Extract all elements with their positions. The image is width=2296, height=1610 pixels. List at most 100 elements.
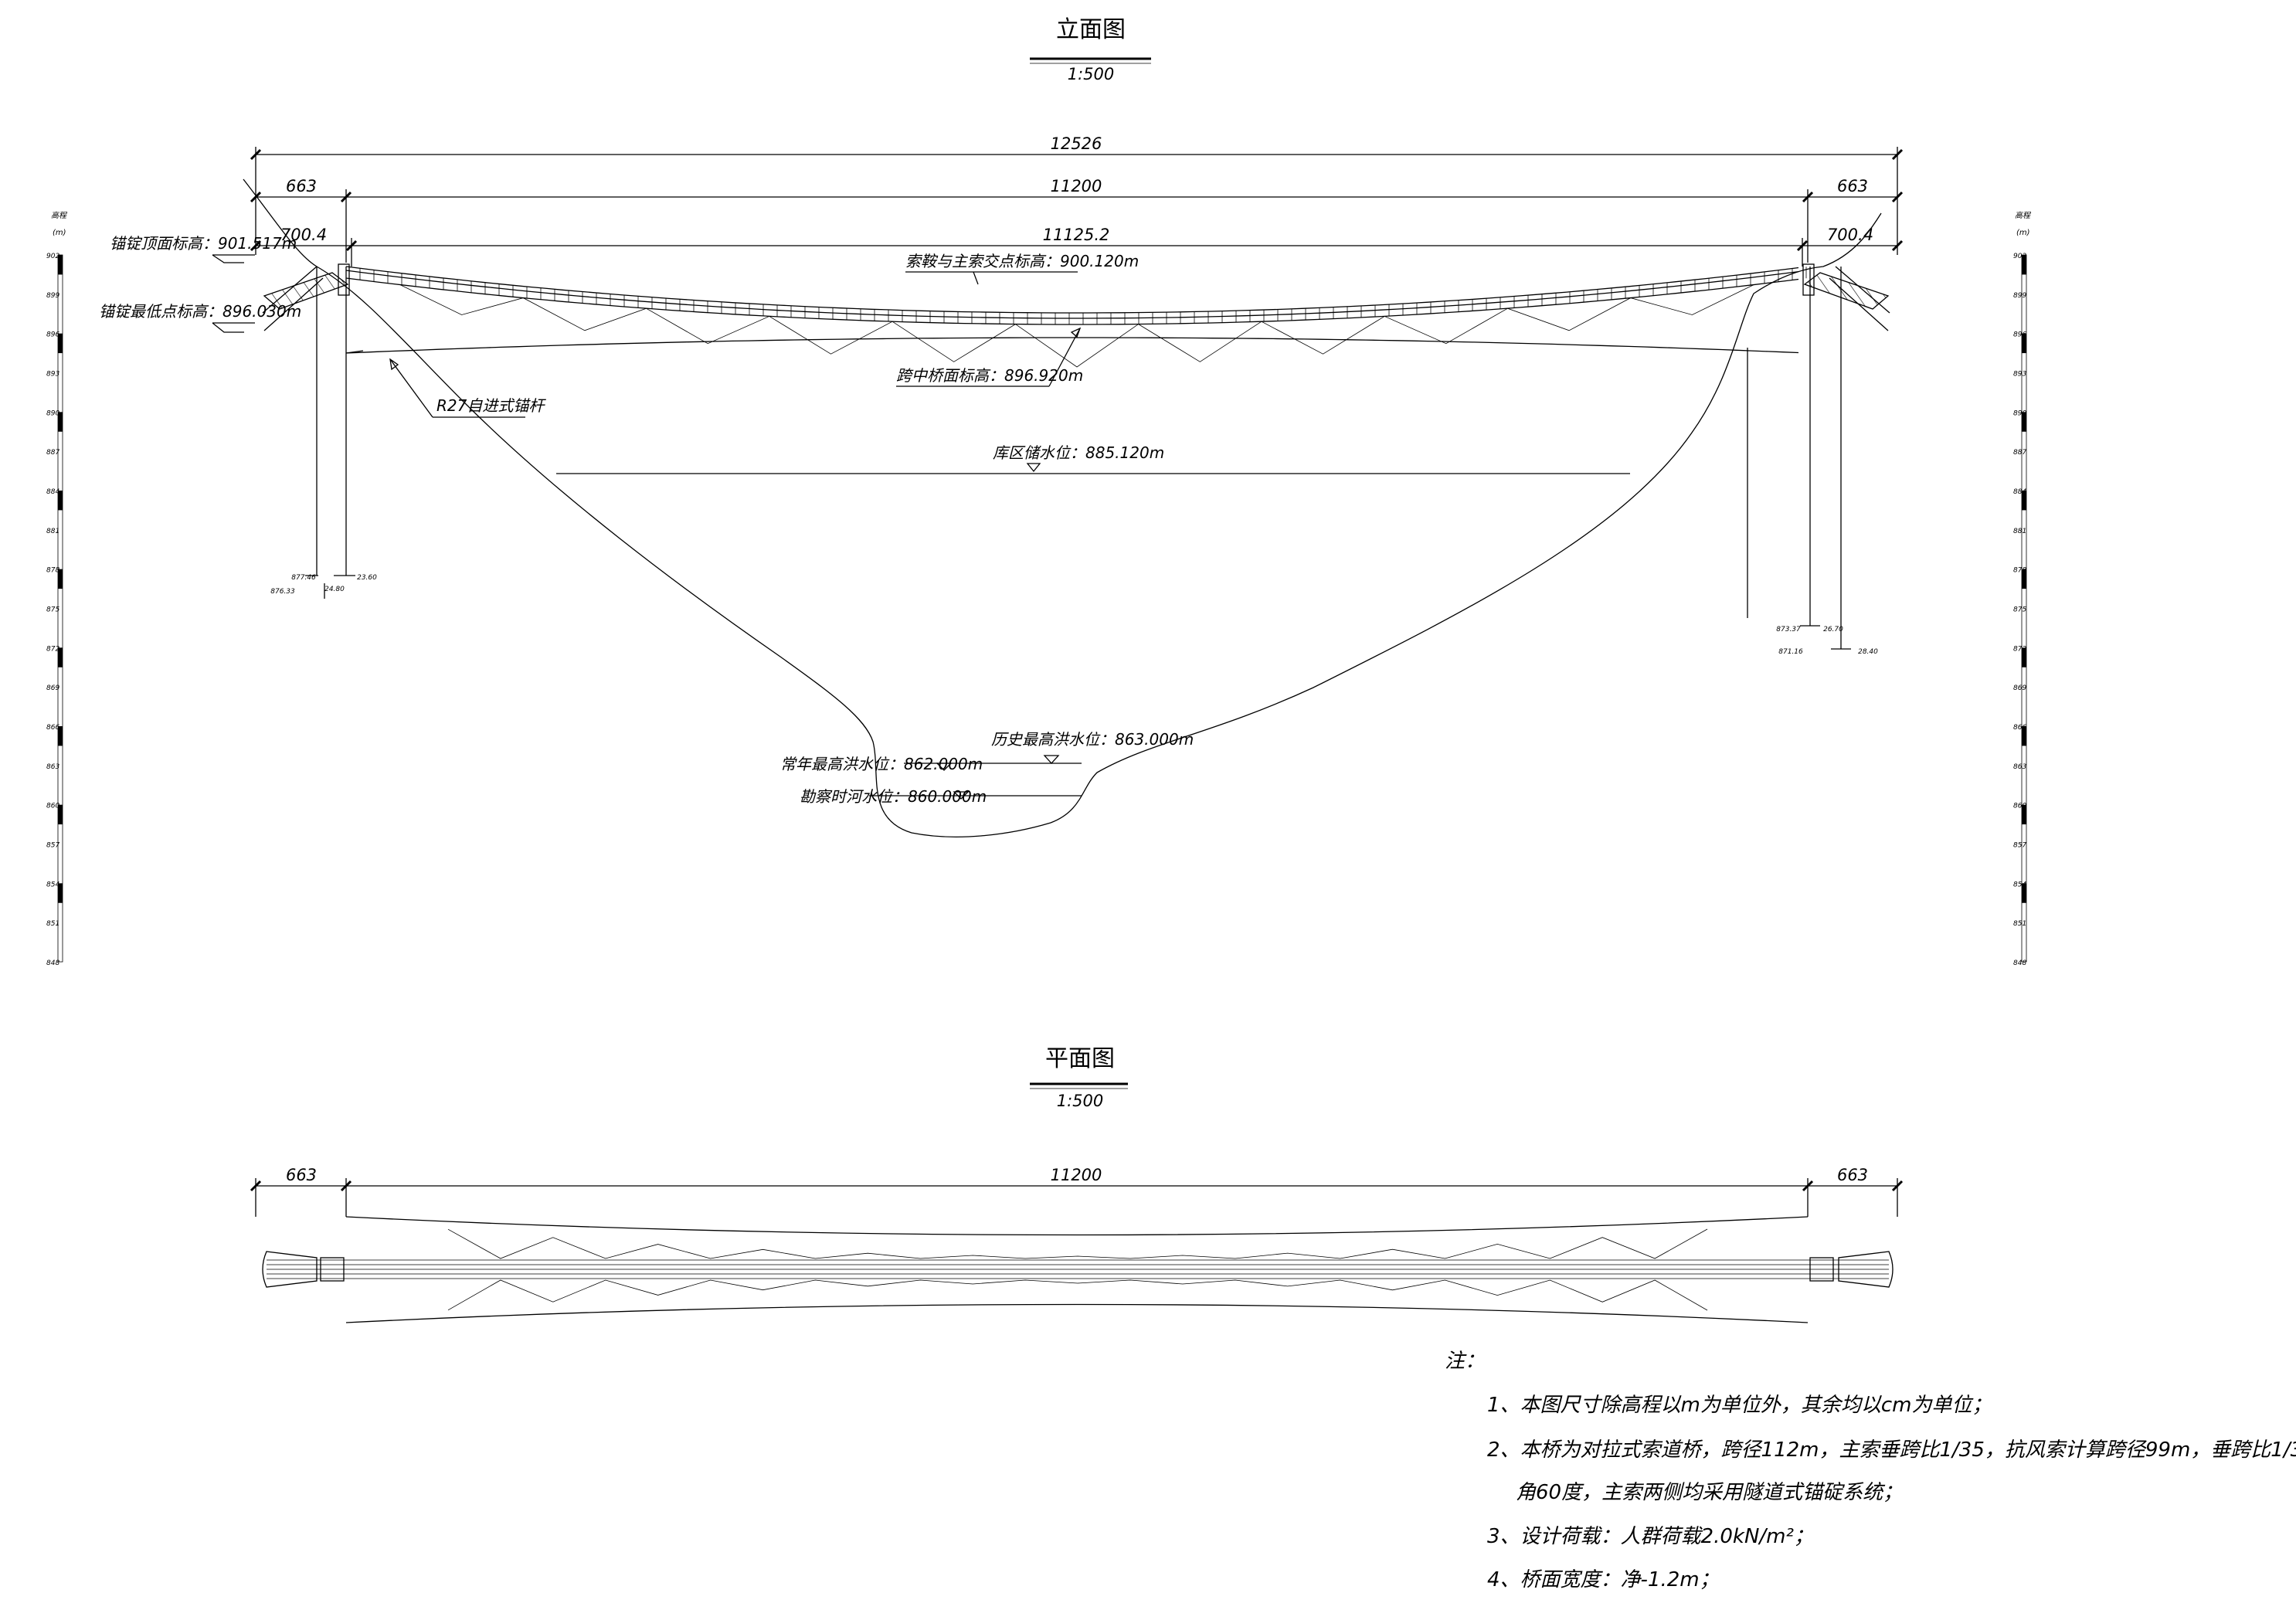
axis-tick-label: 899	[2013, 292, 2026, 300]
axis-tick-label: 854	[2013, 881, 2026, 888]
upper-wind-cable	[345, 1216, 1809, 1236]
label-anchor-top: 锚锭顶面标高：901.517m	[110, 234, 297, 263]
svg-text:R27自进式锚杆: R27自进式锚杆	[436, 396, 546, 415]
plan-view: 平面图 1:500 663 11200 663	[250, 1045, 1904, 1323]
svg-text:26.70: 26.70	[1823, 626, 1843, 633]
axis-tick-label: 881	[2013, 528, 2026, 535]
lower-bracing	[447, 1279, 1708, 1311]
plan-bridge-structure	[262, 1216, 1894, 1323]
axis-tick-label: 863	[2013, 763, 2026, 771]
axis-tick-label: 851	[46, 920, 59, 928]
svg-text:663: 663	[286, 177, 317, 195]
label-survey-water: 勘察时河水位：860.000m	[800, 787, 987, 806]
main-cable-3	[345, 277, 1799, 325]
axis-block	[58, 255, 63, 275]
axis-tick-label: 887	[46, 449, 59, 457]
axis-tick-label: 896	[46, 331, 59, 339]
axis-block	[2022, 412, 2026, 432]
axis-tick-label: 872	[2013, 645, 2026, 653]
axis-tick-label: 875	[46, 606, 59, 614]
axis-tick-label: 899	[46, 292, 59, 300]
axis-tick-label: 902	[2013, 253, 2026, 260]
axis-tick-label: 887	[2013, 449, 2026, 457]
plan-title: 平面图	[1045, 1045, 1115, 1072]
axis-tick-label: 878	[46, 567, 59, 575]
right-anchorage	[1802, 263, 1890, 331]
left-saddle	[320, 1257, 345, 1282]
axis-block	[2022, 491, 2026, 511]
axis-tick-label: 863	[46, 763, 59, 771]
left-anchorage	[262, 263, 350, 331]
axis-tick-label: 878	[2013, 567, 2026, 575]
label-anchor-low: 锚锭最低点标高：896.030m	[99, 302, 301, 333]
axis-tick-label: 893	[46, 371, 59, 379]
note-line-2: 2、本桥为对拉式索道桥，跨径112m，主索垂跨比1/35，抗风索计算跨径99m，…	[1487, 1438, 2296, 1462]
right-anchor-head	[1838, 1251, 1894, 1288]
dim-cable: 700.4 11125.2 700.4	[250, 226, 1904, 267]
axis-block	[2022, 883, 2026, 903]
axis-block	[58, 726, 63, 746]
axis-block	[58, 647, 63, 667]
right-abutment	[1747, 267, 1851, 650]
svg-text:28.40: 28.40	[1858, 648, 1878, 656]
dim-spans: 663 11200 663	[250, 177, 1904, 263]
svg-text:12526: 12526	[1051, 134, 1102, 153]
axis-block	[2022, 569, 2026, 589]
axis-block	[2022, 726, 2026, 746]
axis-block	[58, 883, 63, 903]
elevation-title: 立面图	[1056, 16, 1126, 43]
axis-tick-label: 848	[46, 960, 59, 967]
svg-text:663: 663	[1837, 1166, 1868, 1184]
elevation-bridge-structure	[345, 266, 1807, 368]
note-line-3: 角60度，主索两侧均采用隧道式锚碇系统；	[1516, 1481, 1903, 1504]
axis-tick-label: 893	[2013, 371, 2026, 379]
axis-tick-label: 857	[2013, 842, 2026, 850]
svg-text:24.80: 24.80	[324, 586, 345, 593]
svg-text:877.46: 877.46	[291, 574, 316, 582]
axis-block	[2022, 333, 2026, 354]
svg-text:索鞍与主索交点标高：900.120m: 索鞍与主索交点标高：900.120m	[905, 252, 1139, 270]
note-line-1: 1、本图尺寸除高程以m为单位外，其余均以cm为单位；	[1487, 1394, 1992, 1417]
right-elevation-axis: 高程(m)90289989689389088788488187887587286…	[2013, 211, 2032, 967]
axis-tick-label: 869	[46, 684, 59, 692]
axis-tick-label: 860	[46, 803, 59, 810]
axis-tick-label: 881	[46, 528, 59, 535]
left-abutment	[305, 267, 355, 599]
axis-tick-label: 875	[2013, 606, 2026, 614]
axis-unit: (m)	[2016, 229, 2030, 237]
axis-block	[2022, 804, 2026, 825]
upper-bracing	[447, 1228, 1708, 1259]
axis-block	[58, 412, 63, 432]
plan-scale: 1:500	[1057, 1092, 1104, 1110]
axis-tick-label: 890	[2013, 409, 2026, 417]
svg-text:876.33: 876.33	[270, 588, 295, 596]
elevation-scale: 1:500	[1068, 65, 1115, 83]
axis-tick-label: 902	[46, 253, 59, 260]
axis-tick-label: 848	[2013, 960, 2026, 967]
axis-tick-label: 872	[46, 645, 59, 653]
axis-tick-label: 884	[2013, 488, 2026, 496]
note-line-5: 4、桥面宽度：净-1.2m；	[1487, 1568, 1720, 1591]
deck-line	[345, 337, 1799, 354]
right-saddle	[1809, 1257, 1834, 1282]
main-cable-1	[345, 266, 1799, 314]
axis-block	[2022, 647, 2026, 667]
axis-tick-label: 896	[2013, 331, 2026, 339]
axis-tick-label: 869	[2013, 684, 2026, 692]
axis-tick-label: 866	[2013, 724, 2026, 732]
lower-wind-cable	[345, 1303, 1809, 1323]
svg-text:663: 663	[286, 1166, 317, 1184]
notes: 注： 1、本图尺寸除高程以m为单位外，其余均以cm为单位； 2、本桥为对拉式索道…	[1445, 1350, 2296, 1591]
svg-text:11200: 11200	[1051, 177, 1102, 195]
label-annual-flood: 常年最高洪水位：862.000m	[780, 755, 983, 773]
axis-tick-label: 866	[46, 724, 59, 732]
axis-block	[58, 491, 63, 511]
axis-block	[2022, 255, 2026, 275]
elevation-view: 立面图 1:500 12526 663 11200 663	[46, 16, 2032, 967]
left-elevation-axis: 高程(m)90289989689389088788488187887587286…	[46, 211, 68, 967]
svg-text:锚锭顶面标高：901.517m: 锚锭顶面标高：901.517m	[110, 234, 297, 253]
axis-tick-label: 854	[46, 881, 59, 888]
label-reservoir: 库区储水位：885.120m	[993, 443, 1164, 462]
svg-text:663: 663	[1837, 177, 1868, 195]
